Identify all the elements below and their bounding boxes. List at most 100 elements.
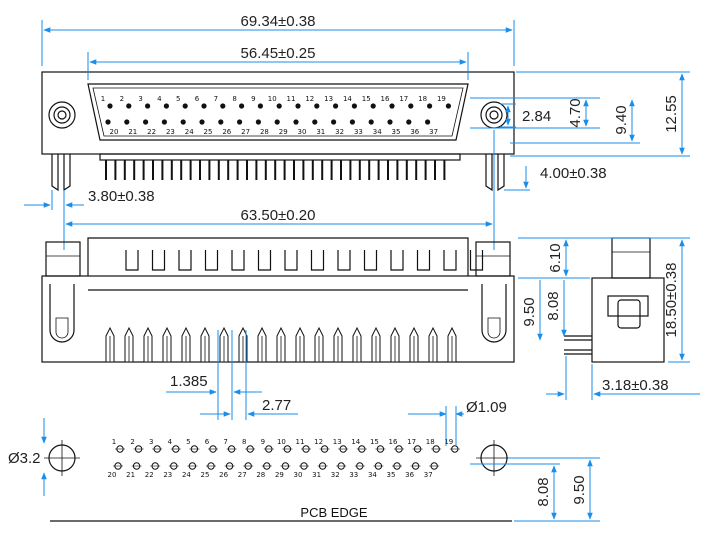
pin-label: 6 <box>195 95 200 103</box>
pin-label: 32 <box>335 128 344 136</box>
pin-label: 34 <box>373 128 382 136</box>
pcb-pin-label: 7 <box>223 438 227 446</box>
dim-277: 2.77 <box>262 397 291 414</box>
pcb-pin-label: 25 <box>201 471 210 479</box>
pin-label: 16 <box>381 95 390 103</box>
pin-hole <box>218 119 224 125</box>
pin-label: 19 <box>437 95 446 103</box>
pin-label: 20 <box>110 128 119 136</box>
pcb-pin-label: 20 <box>108 471 117 479</box>
pin-hole <box>163 103 169 109</box>
pcb-pin-label: 32 <box>331 471 340 479</box>
pin-label: 36 <box>410 128 419 136</box>
pin-hole <box>124 119 130 125</box>
front-contact-slot <box>363 250 378 271</box>
pcb-pin-label: 1 <box>112 438 116 446</box>
pin-hole <box>199 119 205 125</box>
pin-label: 4 <box>157 95 162 103</box>
dim-side-bottom: 3.18±0.38 <box>602 377 669 394</box>
front-contact-slot <box>231 250 245 271</box>
pin-hole <box>143 119 149 125</box>
pin-label: 26 <box>222 128 231 136</box>
pin-label: 28 <box>260 128 269 136</box>
dim-470: 4.70 <box>567 98 584 127</box>
pcb-pin-label: 27 <box>238 471 247 479</box>
pcb-pin-label: 33 <box>349 471 358 479</box>
right-screw <box>480 101 508 129</box>
pin-hole <box>349 119 355 125</box>
dim-1385: 1.385 <box>170 373 208 390</box>
front-contact-slot <box>284 250 298 271</box>
pcb-pin-label: 18 <box>426 438 435 446</box>
dim-mount-dia: Ø3.2 <box>8 450 41 467</box>
dim-shell-width: 56.45±0.25 <box>241 45 316 62</box>
pcb-pin-label: 9 <box>261 438 265 446</box>
pin-hole <box>333 103 339 109</box>
pin-hole <box>312 119 318 125</box>
pcb-pin-label: 6 <box>205 438 210 446</box>
pin-hole <box>257 103 263 109</box>
pin-hole <box>145 103 151 109</box>
pcb-pin-label: 4 <box>168 438 173 446</box>
side-view <box>564 237 665 363</box>
pin-label: 13 <box>324 95 333 103</box>
dim-hole-dia: Ø1.09 <box>466 399 507 416</box>
dim-side-808: 8.08 <box>545 291 562 320</box>
pin-hole <box>255 119 261 125</box>
pin-label: 12 <box>305 95 314 103</box>
left-screw <box>48 101 76 129</box>
front-contact-slot <box>443 250 457 271</box>
pin-label: 3 <box>138 95 142 103</box>
pcb-pin-label: 3 <box>149 438 153 446</box>
pin-label: 15 <box>362 95 371 103</box>
pin-hole <box>180 119 186 125</box>
pin-label: 1 <box>101 95 105 103</box>
pcb-pin-label: 2 <box>130 438 134 446</box>
pcb-pin-label: 24 <box>182 471 191 479</box>
dim-pcb-950: 9.50 <box>571 475 588 504</box>
pcb-pin-label: 23 <box>163 471 172 479</box>
front-contact-slot <box>204 250 219 271</box>
pin-hole <box>387 119 393 125</box>
pin-hole <box>351 103 357 109</box>
pin-label: 25 <box>204 128 213 136</box>
pcb-pin-label: 13 <box>333 438 342 446</box>
pcb-pin-label: 5 <box>186 438 190 446</box>
pin-label: 29 <box>279 128 288 136</box>
pin-hole <box>237 119 243 125</box>
pcb-pin-label: 22 <box>145 471 154 479</box>
front-contact-slot <box>178 250 192 271</box>
pcb-pin-label: 14 <box>351 438 360 446</box>
pcb-pin-label: 35 <box>387 471 396 479</box>
pin-hole <box>161 119 167 125</box>
pin-label: 35 <box>392 128 401 136</box>
pin-hole <box>331 119 337 125</box>
dim-side-total: 18.50±0.38 <box>663 263 680 338</box>
front-contact-slot <box>416 250 431 271</box>
pcb-pin-label: 37 <box>424 471 433 479</box>
pin-hole <box>182 103 188 109</box>
pcb-pin-label: 21 <box>126 471 135 479</box>
front-contacts-bottom <box>105 326 457 363</box>
pcb-pin-label: 8 <box>242 438 246 446</box>
pcb-pin-label: 29 <box>275 471 284 479</box>
pin-label: 23 <box>166 128 175 136</box>
pin-label: 10 <box>268 95 277 103</box>
front-contact-slot <box>390 250 404 271</box>
pcb-pin-label: 26 <box>219 471 228 479</box>
pin-hole <box>370 103 376 109</box>
pin-hole <box>107 103 113 109</box>
pin-hole <box>293 119 299 125</box>
pcb-edge-label: PCB EDGE <box>300 505 368 520</box>
pin-label: 33 <box>354 128 363 136</box>
pin-label: 5 <box>176 95 180 103</box>
front-contact-slot <box>125 250 139 271</box>
pin-hole <box>427 103 433 109</box>
front-contact-slot <box>151 250 166 271</box>
pin-label: 11 <box>287 95 296 103</box>
pin-label: 9 <box>251 95 255 103</box>
